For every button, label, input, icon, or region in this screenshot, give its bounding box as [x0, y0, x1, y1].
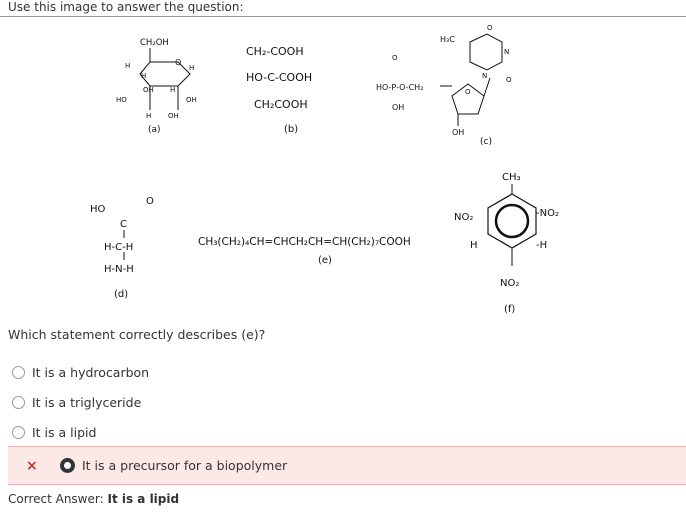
a-h-inner-right: H — [170, 86, 175, 94]
instruction-text: Use this image to answer the question: — [8, 0, 244, 14]
f-h-right: -H — [536, 240, 547, 251]
d-o: O — [146, 196, 154, 207]
c-n-bottom: N — [482, 72, 487, 80]
structure-f: CH₃ NO₂ -NO₂ H -H NO₂ (f) — [452, 168, 582, 318]
radio-button[interactable] — [12, 425, 25, 439]
d-c: C — [120, 219, 127, 230]
d-hch: H-C-H — [104, 242, 133, 253]
structure-c: H₃C O N N O O HO-P-O-CH₂ OH O OH (c) — [372, 18, 532, 150]
selected-radio-button[interactable] — [60, 458, 75, 473]
c-h3c: H₃C — [440, 35, 455, 44]
e-formula: CH₃(CH₂)₄CH=CHCH₂CH=CH(CH₂)₇COOH — [198, 236, 411, 248]
f-h-left: H — [470, 240, 478, 251]
c-sugar-oh: OH — [452, 128, 464, 137]
radio-button[interactable] — [12, 395, 25, 409]
b-line1: CH₂-COOH — [246, 45, 304, 58]
top-divider — [0, 16, 686, 17]
c-sugar-o: O — [465, 88, 471, 96]
d-ho: HO — [90, 204, 106, 215]
option-hydrocarbon[interactable]: It is a hydrocarbon — [12, 363, 149, 381]
f-ch3: CH₃ — [502, 172, 521, 183]
option-label: It is a lipid — [32, 424, 97, 440]
c-o-bottom: O — [506, 76, 512, 84]
c-o-top: O — [487, 24, 493, 32]
radio-button[interactable] — [12, 365, 25, 379]
correct-answer: Correct Answer: It is a lipid — [8, 492, 179, 506]
structure-b: CH₂-COOH HO-C-COOH CH₂COOH (b) — [244, 42, 354, 137]
b-label: (b) — [284, 124, 298, 135]
b-line2: HO-C-COOH — [246, 71, 312, 84]
c-label: (c) — [480, 137, 492, 147]
c-p-o: O — [392, 54, 398, 62]
d-label: (d) — [114, 289, 128, 300]
a-oh-right: OH — [186, 96, 197, 104]
structure-d: HO O C H-C-H H-N-H (d) — [88, 192, 168, 304]
structure-e: CH₃(CH₂)₄CH=CHCH₂CH=CH(CH₂)₇COOH (e) — [198, 232, 458, 268]
a-oh-inner-left: OH — [143, 86, 154, 94]
f-no2-right: -NO₂ — [536, 208, 559, 219]
f-label: (f) — [504, 304, 515, 315]
question-text: Which statement correctly describes (e)? — [8, 327, 266, 342]
a-ch2oh: CH₂OH — [140, 38, 169, 48]
option-label: It is a triglyceride — [32, 394, 142, 410]
structure-a: CH₂OH O H H H OH H HO OH H OH (a) — [110, 32, 230, 140]
correct-answer-value: It is a lipid — [107, 492, 180, 506]
a-h-topleft: H — [125, 62, 130, 70]
a-ho-left: HO — [116, 96, 127, 104]
f-no2-left: NO₂ — [454, 212, 473, 223]
d-hnh: H-N-H — [104, 264, 134, 275]
f-no2-bottom: NO₂ — [500, 278, 519, 289]
c-phosphate: HO-P-O-CH₂ — [376, 83, 423, 92]
a-oh-bottom: OH — [168, 112, 179, 120]
a-label: (a) — [148, 125, 161, 135]
correct-answer-prefix: Correct Answer: — [8, 492, 104, 506]
c-p-oh: OH — [392, 103, 404, 112]
option-triglyceride[interactable]: It is a triglyceride — [12, 393, 141, 411]
option-lipid[interactable]: It is a lipid — [12, 423, 96, 441]
a-h-inner-left: H — [141, 72, 146, 80]
a-h-bottom: H — [146, 112, 151, 120]
incorrect-x-icon: × — [26, 458, 38, 474]
selected-wrong-answer[interactable]: × It is a precursor for a biopolymer — [8, 446, 686, 485]
c-n-right: N — [504, 48, 509, 56]
selected-option-label: It is a precursor for a biopolymer — [82, 458, 288, 473]
a-o-ring: O — [175, 58, 181, 67]
a-h-right: H — [189, 64, 194, 72]
b-line3: CH₂COOH — [254, 98, 308, 111]
e-label: (e) — [318, 255, 332, 266]
option-label: It is a hydrocarbon — [32, 364, 150, 380]
